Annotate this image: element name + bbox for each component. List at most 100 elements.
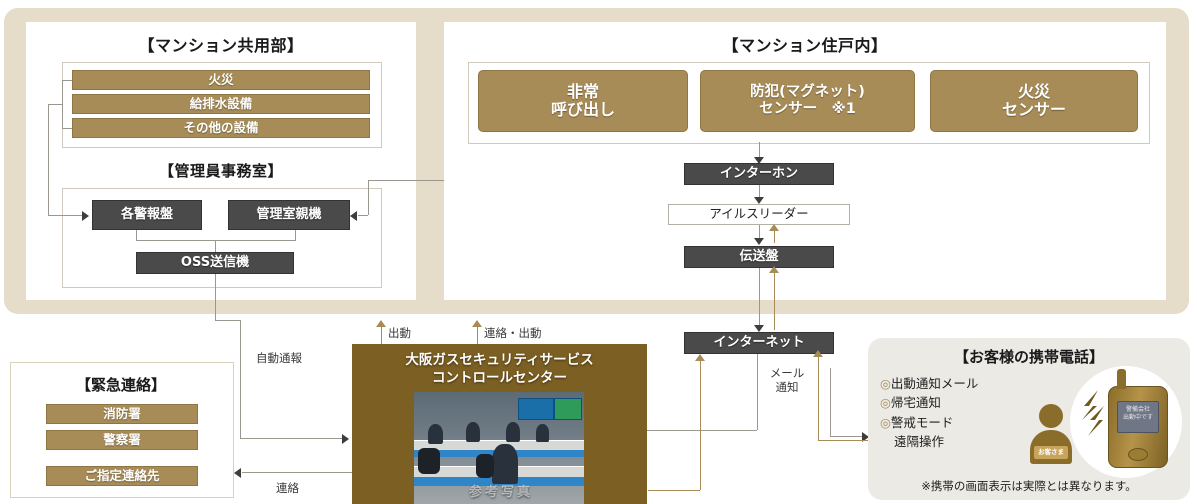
wire-dispatch-up (381, 326, 382, 346)
common-item-water: 給排水設備 (72, 94, 370, 114)
label-auto-report: 自動通報 (256, 351, 302, 365)
wire-bus-tap (48, 104, 62, 105)
mobile-disclaimer: ※携帯の画面表示は実際とは異なります。 (921, 479, 1137, 493)
arrow-up-into-internet-left (695, 354, 705, 361)
wire-internet-down-right (830, 368, 831, 436)
mobile-handset-icon: 警備会社 出動中です (1108, 369, 1168, 468)
handset-screen-line2: 出動中です (1122, 414, 1153, 422)
wire-master-down (295, 230, 296, 240)
photo-wall-screen-1 (518, 398, 554, 420)
arrow-up-into-transmission-panel (769, 266, 779, 273)
wire-internet-down-left (757, 354, 758, 430)
arrow-into-reader (754, 197, 764, 204)
arrow-contact-dispatch (472, 320, 482, 327)
wire-internet-to-panel-up (774, 268, 775, 330)
wire-bus-down (48, 104, 49, 215)
sensor-magnet-line2: センサー ※1 (759, 101, 856, 117)
dwelling-title: 【マンション住戸内】 (722, 36, 888, 55)
photo-person-foreground (492, 444, 518, 484)
mobile-feature-3: 警戒モード (890, 414, 954, 430)
label-mail-notify: メール 通知 (759, 366, 815, 395)
sensor-fire-line1: 火災 (1017, 81, 1050, 101)
sensor-fire: 火災 センサー (930, 70, 1138, 132)
manager-room-group-box (62, 188, 382, 288)
wire-sensors-to-intercom (759, 142, 760, 162)
control-center-block: 大阪ガスセキュリティサービス コントロールセンター 参考写真 (352, 344, 647, 504)
node-alarm-panel: 各警報盤 (92, 200, 202, 230)
wire-internet-to-mobile (830, 436, 870, 437)
wire-reader-to-panel (759, 225, 760, 243)
arrow-into-emergency-card (234, 468, 241, 478)
wire-other-horiz (62, 128, 72, 129)
label-contact: 連絡 (276, 481, 299, 495)
arrow-dispatch (376, 320, 386, 327)
handset-antenna (1117, 369, 1126, 389)
sensor-emergency-call-line2: 呼び出し (550, 100, 615, 119)
mobile-feature-2: 帰宅通知 (890, 395, 941, 411)
wire-master-link-in (358, 215, 368, 216)
mobile-feature-4: 遠隔操作 (894, 434, 945, 450)
wire-contact-dispatch-up (477, 326, 478, 346)
handset-screen-line1: 警備会社 (1125, 406, 1150, 413)
mobile-phone-panel: 【お客様の携帯電話】 ◎出動通知メール ◎帰宅通知 ◎警戒モード 遠隔操作 お客… (868, 338, 1190, 500)
wire-master-link-vert (368, 180, 369, 215)
control-center-line2: コントロールセンター (432, 370, 567, 387)
arrow-into-internet (754, 325, 764, 332)
wire-oss-elbow (215, 320, 240, 321)
customer-tag: お客さま (1034, 446, 1068, 459)
label-dispatch: 出動 (388, 326, 411, 340)
emergency-item-designated: ご指定連絡先 (46, 466, 198, 486)
wire-mobile-to-internet-base (818, 440, 870, 441)
common-area-title: 【マンション共用部】 (138, 36, 304, 55)
node-manager-master: 管理室親機 (228, 200, 350, 230)
node-ails-reader: アイルスリーダー (668, 204, 850, 225)
arrow-into-mobile (862, 432, 869, 442)
photo-watermark: 参考写真 (468, 485, 533, 500)
arrow-up-into-internet-right (813, 350, 823, 357)
wire-group-vert (62, 80, 63, 128)
bullet-icon-3: ◎ (880, 414, 891, 430)
photo-wall-screen-2 (554, 398, 582, 420)
wire-oss-down (215, 274, 216, 320)
arrow-into-control-center-auto (342, 434, 349, 444)
photo-chair-2 (476, 454, 494, 478)
photo-person-1 (428, 424, 443, 444)
customer-figure: お客さま (1030, 404, 1072, 464)
wire-cc-to-internet-up (700, 360, 701, 490)
wire-cc-to-internet-base (648, 490, 700, 491)
common-item-other: その他の設備 (72, 118, 370, 138)
mobile-panel-title: 【お客様の携帯電話】 (953, 348, 1104, 366)
wire-bus-to-alarm (48, 215, 84, 216)
label-contact-dispatch: 連絡・出動 (484, 326, 542, 340)
wire-oss-down2 (240, 320, 241, 438)
mobile-feature-row-4: 遠隔操作 (880, 432, 978, 451)
wire-panel-to-reader-up (774, 225, 775, 243)
control-center-title: 大阪ガスセキュリティサービス コントロールセンター (352, 351, 647, 387)
mobile-feature-row-1: ◎出動通知メール (880, 374, 978, 393)
sensor-emergency-call-line1: 非常 (566, 81, 599, 101)
photo-person-4 (536, 424, 549, 442)
arrow-into-intercom (754, 157, 764, 164)
photo-person-3 (506, 422, 520, 442)
mobile-feature-row-2: ◎帰宅通知 (880, 393, 978, 412)
manager-room-title: 【管理員事務室】 (158, 162, 283, 180)
arrow-up-into-reader (769, 224, 779, 231)
photo-chair-1 (418, 448, 440, 474)
wire-intercom-to-reader (759, 185, 760, 202)
wire-alarm-down (136, 230, 137, 240)
wire-internet-to-cc (647, 430, 757, 431)
handset-button (1128, 448, 1148, 461)
signal-bolt-icon (1082, 390, 1104, 436)
node-internet: インターネット (684, 332, 834, 354)
sensor-magnet-line1: 防犯(マグネット) (750, 84, 865, 101)
wire-fire-horiz (62, 80, 72, 81)
node-transmission-panel: 伝送盤 (684, 246, 834, 268)
arrow-into-master-unit (350, 211, 357, 221)
photo-person-2 (466, 422, 480, 442)
sensor-emergency-call: 非常 呼び出し (478, 70, 688, 132)
emergency-item-police: 警察署 (46, 430, 198, 450)
wire-mobile-to-internet-up (818, 356, 819, 440)
wire-panel-to-internet (759, 268, 760, 330)
customer-head (1039, 404, 1063, 428)
